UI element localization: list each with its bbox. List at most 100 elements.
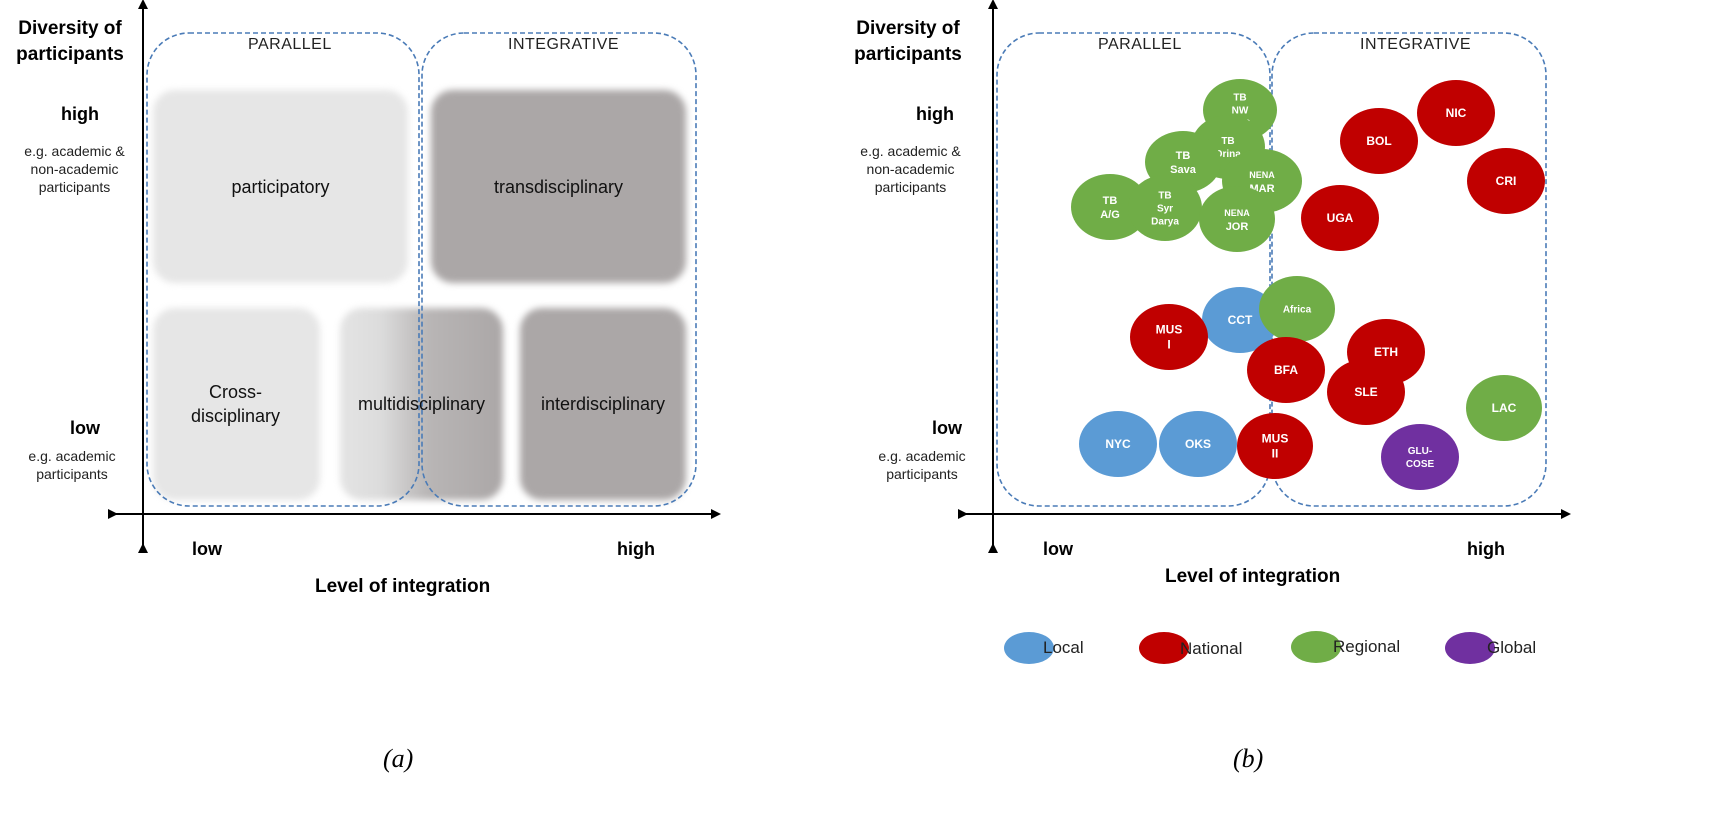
project-bubble-label: Drina xyxy=(1215,149,1241,160)
legend-label-regional: Regional xyxy=(1333,637,1401,656)
project-bubble-label: I xyxy=(1167,338,1170,352)
project-bubble-shape xyxy=(1199,186,1275,252)
caption-b: (b) xyxy=(1233,744,1264,773)
project-bubble-label: CRI xyxy=(1496,174,1517,188)
region-parallel-outline xyxy=(996,32,1271,507)
y-axis-title: Diversity of participants xyxy=(16,18,124,65)
project-bubble-label: UGA xyxy=(1327,211,1354,225)
project-bubble: NENA JOR xyxy=(1199,186,1275,252)
project-bubble-shape xyxy=(1467,148,1545,214)
project-bubble-shape xyxy=(1327,359,1405,425)
project-bubble-label: NENA xyxy=(1249,170,1275,180)
project-bubble-label: NYC xyxy=(1105,437,1131,451)
label-multidisciplinary: multidisciplinary xyxy=(357,394,486,414)
project-bubble-label: CCT xyxy=(1228,313,1253,327)
label-transdisciplinary: transdisciplinary xyxy=(493,176,624,197)
x-tick-low: low xyxy=(192,539,222,559)
project-bubble-label: NIC xyxy=(1446,106,1467,120)
legend-dot-national xyxy=(1139,632,1189,664)
project-bubble-shape xyxy=(1381,424,1459,490)
label-interdisciplinary: interdisciplinary xyxy=(540,394,666,414)
project-bubble: CCT xyxy=(1202,287,1278,353)
region-parallel-label: PARALLEL xyxy=(248,36,332,53)
x-axis-title: Level of integration xyxy=(315,576,491,597)
project-bubble-label: JOR xyxy=(1226,221,1249,233)
project-bubble-shape xyxy=(1340,108,1418,174)
x-tick-high: high xyxy=(1467,539,1505,559)
y-low-example: e.g. academic participants xyxy=(878,448,966,482)
x-tick-high: high xyxy=(617,539,655,559)
project-bubble-label: BOL xyxy=(1366,134,1391,148)
box-transdisciplinary xyxy=(431,90,686,283)
project-bubble-label: MUS xyxy=(1156,323,1183,337)
project-bubble-label: OKS xyxy=(1185,437,1211,451)
box-participatory xyxy=(153,90,408,283)
project-bubble: OKS xyxy=(1159,411,1237,477)
project-bubble-shape xyxy=(1130,304,1208,370)
region-integrative-label: INTEGRATIVE xyxy=(1360,36,1471,53)
project-bubble-label: ETH xyxy=(1374,345,1398,359)
project-bubble: BOL xyxy=(1340,108,1418,174)
project-bubble-shape xyxy=(1071,174,1149,240)
project-bubble-label: A/G xyxy=(1100,209,1120,221)
project-bubble-shape xyxy=(1301,185,1379,251)
x-axis-title: Level of integration xyxy=(1165,566,1341,587)
region-integrative-outline xyxy=(421,32,697,507)
legend-dot-global xyxy=(1445,632,1495,664)
y-level-low: low xyxy=(70,418,100,438)
project-bubble-label: TB xyxy=(1158,191,1171,202)
box-cross-disciplinary xyxy=(153,308,320,500)
project-bubble: NYC xyxy=(1079,411,1157,477)
project-bubble: BFA xyxy=(1247,337,1325,403)
y-high-example: e.g. academic & non-academic participant… xyxy=(860,143,961,195)
project-bubble-label: BFA xyxy=(1274,363,1298,377)
project-bubble-label: LAC xyxy=(1492,401,1517,415)
project-bubble-label: SLE xyxy=(1354,385,1377,399)
project-bubble-shape xyxy=(1202,287,1278,353)
project-bubbles: TBNWSASTBDrinaTBSavaNENAMARTBA/GTBSyrDar… xyxy=(1071,79,1545,490)
project-bubble-label: TB xyxy=(1221,136,1234,147)
legend-dots xyxy=(1004,631,1495,664)
label-cross-disciplinary: Cross-disciplinary xyxy=(190,382,281,426)
project-bubble-shape xyxy=(1128,175,1202,241)
project-bubble-shape xyxy=(1079,411,1157,477)
project-bubble-shape xyxy=(1237,413,1313,479)
project-bubble-label: GLU- xyxy=(1408,446,1432,457)
project-bubble-label: TB xyxy=(1103,195,1118,207)
y-level-high: high xyxy=(916,104,954,124)
project-bubble: NIC xyxy=(1417,80,1495,146)
legend-label-global: Global xyxy=(1487,638,1537,657)
region-integrative-outline xyxy=(1271,32,1547,507)
project-bubble-shape xyxy=(1247,337,1325,403)
project-bubble: CRI xyxy=(1467,148,1545,214)
project-bubble: SLE xyxy=(1327,359,1405,425)
legend-dot-regional xyxy=(1291,631,1341,663)
project-bubble-shape xyxy=(1466,375,1542,441)
x-tick-low: low xyxy=(1043,539,1073,559)
project-bubble-label: Africa xyxy=(1283,305,1312,316)
label-participatory: participatory xyxy=(231,176,330,197)
y-high-example: e.g. academic & non-academic participant… xyxy=(24,143,125,195)
project-bubble-label: NENA xyxy=(1224,208,1250,218)
y-level-high: high xyxy=(61,104,99,124)
region-parallel-outline xyxy=(146,32,420,507)
project-bubble-label: Darya xyxy=(1151,217,1179,228)
project-bubble-shape xyxy=(1259,276,1335,342)
project-bubble: Africa xyxy=(1259,276,1335,342)
project-bubble: LAC xyxy=(1466,375,1542,441)
legend-label-local: Local xyxy=(1043,638,1084,657)
project-bubble-label: COSE xyxy=(1406,459,1435,470)
project-bubble: TB A/G xyxy=(1071,174,1149,240)
box-interdisciplinary xyxy=(520,308,686,500)
y-axis-title: Diversity of participants xyxy=(854,18,962,65)
project-bubble-label: NW xyxy=(1232,106,1249,117)
project-bubble-shape xyxy=(1417,80,1495,146)
project-bubble-label: Sava xyxy=(1170,164,1197,176)
project-bubble-label: TB xyxy=(1233,93,1246,104)
project-bubble-shape xyxy=(1159,411,1237,477)
legend-label-national: National xyxy=(1180,639,1243,658)
